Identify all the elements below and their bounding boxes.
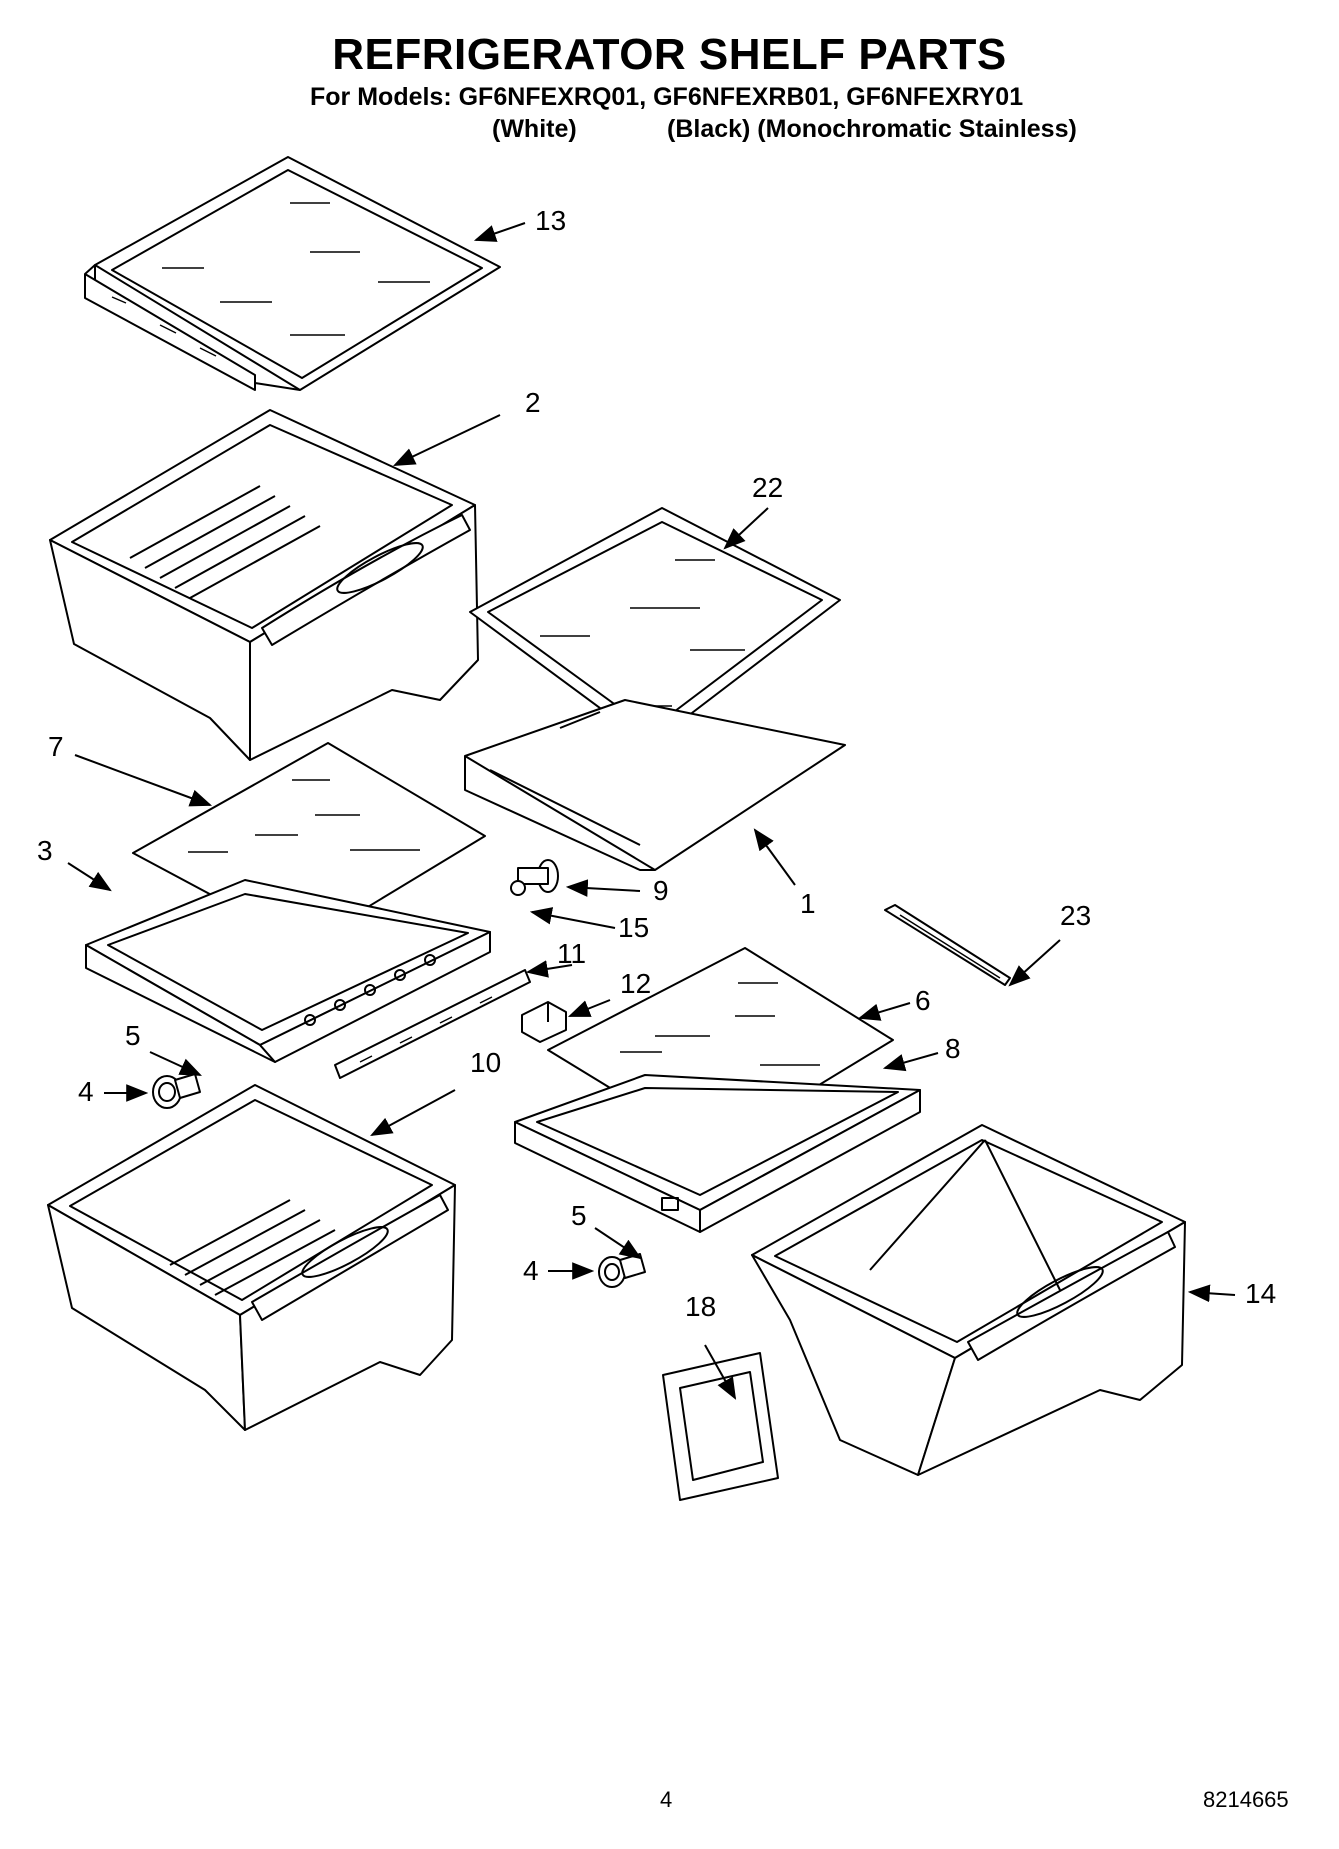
part-11-slide-rail — [334, 969, 531, 1079]
part-9-15-fastener — [510, 859, 559, 896]
callout-23: 23 — [1060, 900, 1091, 931]
part-3-crisper-cover-frame — [85, 879, 491, 1063]
part-18-label-card — [662, 1352, 779, 1501]
leader-10 — [370, 1089, 456, 1137]
callout-leader-lines — [67, 222, 1236, 1400]
part-4-5-left-roller — [152, 1073, 201, 1109]
callout-7: 7 — [48, 731, 64, 762]
leader-3 — [67, 862, 112, 892]
part-8-crisper-cover-frame — [514, 1074, 921, 1233]
callout-5-left: 5 — [125, 1020, 141, 1051]
callout-12: 12 — [620, 968, 651, 999]
callout-10: 10 — [470, 1047, 501, 1078]
color-label-white: (White) — [492, 115, 577, 143]
leader-12 — [567, 999, 611, 1017]
callout-6: 6 — [915, 985, 931, 1016]
callout-4-right: 4 — [523, 1255, 539, 1286]
page-number: 4 — [660, 1787, 673, 1812]
callout-labels: 13 2 22 7 1 3 9 15 23 11 12 6 5 8 4 10 5… — [37, 205, 1276, 1322]
leader-18 — [704, 1344, 737, 1400]
document-number: 8214665 — [1203, 1787, 1289, 1812]
callout-13: 13 — [535, 205, 566, 236]
part-23-bracket — [884, 904, 1011, 986]
callout-22: 22 — [752, 472, 783, 503]
leader-23 — [1008, 939, 1061, 987]
leader-5-right — [594, 1227, 642, 1260]
model-list: For Models: GF6NFEXRQ01, GF6NFEXRB01, GF… — [310, 83, 1024, 111]
leader-1 — [753, 828, 796, 886]
callout-9: 9 — [653, 875, 669, 906]
leader-2 — [393, 414, 501, 466]
page-title: REFRIGERATOR SHELF PARTS — [332, 30, 1007, 79]
callout-1: 1 — [800, 888, 816, 919]
part-12-clip — [521, 1001, 567, 1043]
leader-6 — [857, 1002, 911, 1021]
part-13-glass-shelf — [84, 156, 501, 391]
part-14-crisper-drawer — [751, 1124, 1186, 1476]
leader-13 — [473, 222, 526, 242]
leader-15 — [529, 907, 616, 929]
leader-11 — [525, 960, 573, 978]
part-10-crisper-drawer — [47, 1084, 456, 1431]
callout-4-left: 4 — [78, 1076, 94, 1107]
callout-15: 15 — [618, 912, 649, 943]
callout-2: 2 — [525, 387, 541, 418]
leader-7 — [74, 754, 213, 807]
callout-14: 14 — [1245, 1278, 1276, 1309]
leader-14 — [1187, 1284, 1236, 1303]
part-1-shelf-frame — [464, 699, 846, 871]
part-4-5-right-roller — [598, 1253, 646, 1288]
leader-5-left — [149, 1051, 202, 1076]
leader-9 — [565, 879, 641, 897]
leader-8 — [882, 1052, 939, 1072]
part-2-crisper-drawer — [49, 409, 479, 761]
callout-18: 18 — [685, 1291, 716, 1322]
leader-22 — [723, 507, 769, 550]
callout-11: 11 — [557, 938, 586, 969]
color-label-black-stainless: (Black) (Monochromatic Stainless) — [667, 115, 1077, 143]
callout-3: 3 — [37, 835, 53, 866]
callout-5-right: 5 — [571, 1200, 587, 1231]
callout-8: 8 — [945, 1033, 961, 1064]
